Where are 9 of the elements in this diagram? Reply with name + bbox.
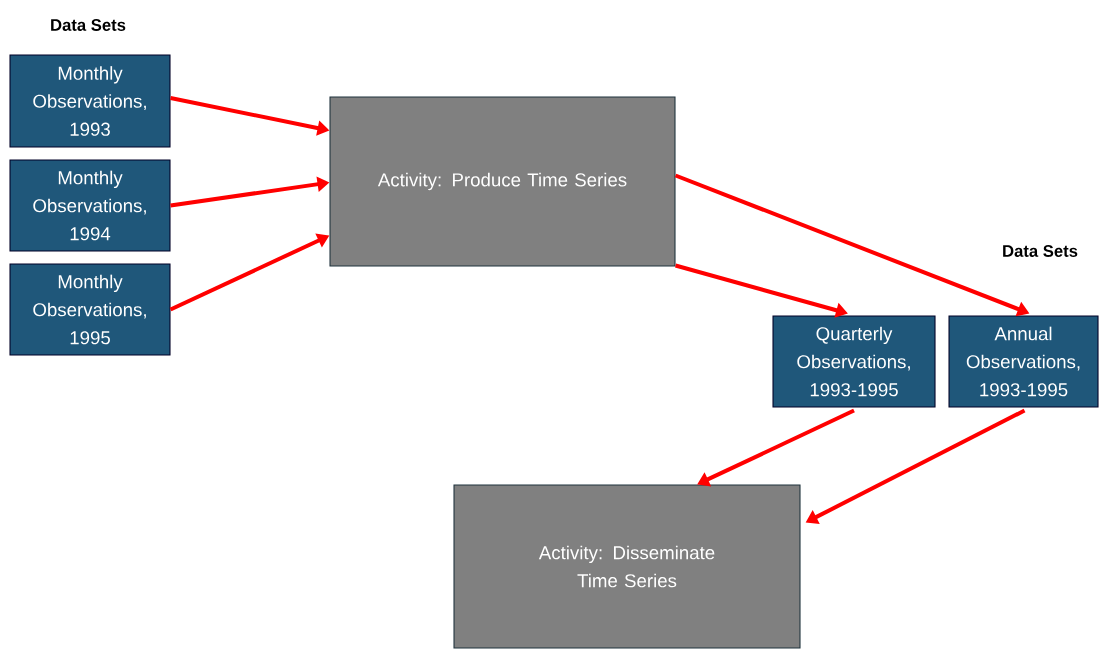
activity-box: Activity: Produce Time Series [329,96,676,267]
heading: Data Sets [51,19,126,31]
data-set-box: Monthly Observations, 1994 [9,159,171,252]
data-set-box: Monthly Observations, 1995 [9,263,171,356]
data-set-box: Annual Observations, 1993-1995 [948,315,1099,408]
activity-box: Activity: Disseminate Time Series [453,484,801,649]
data-set-box: Monthly Observations, 1993 [9,54,171,148]
data-set-box: Quarterly Observations, 1993-1995 [772,315,936,408]
heading: Data Sets [1003,245,1078,257]
